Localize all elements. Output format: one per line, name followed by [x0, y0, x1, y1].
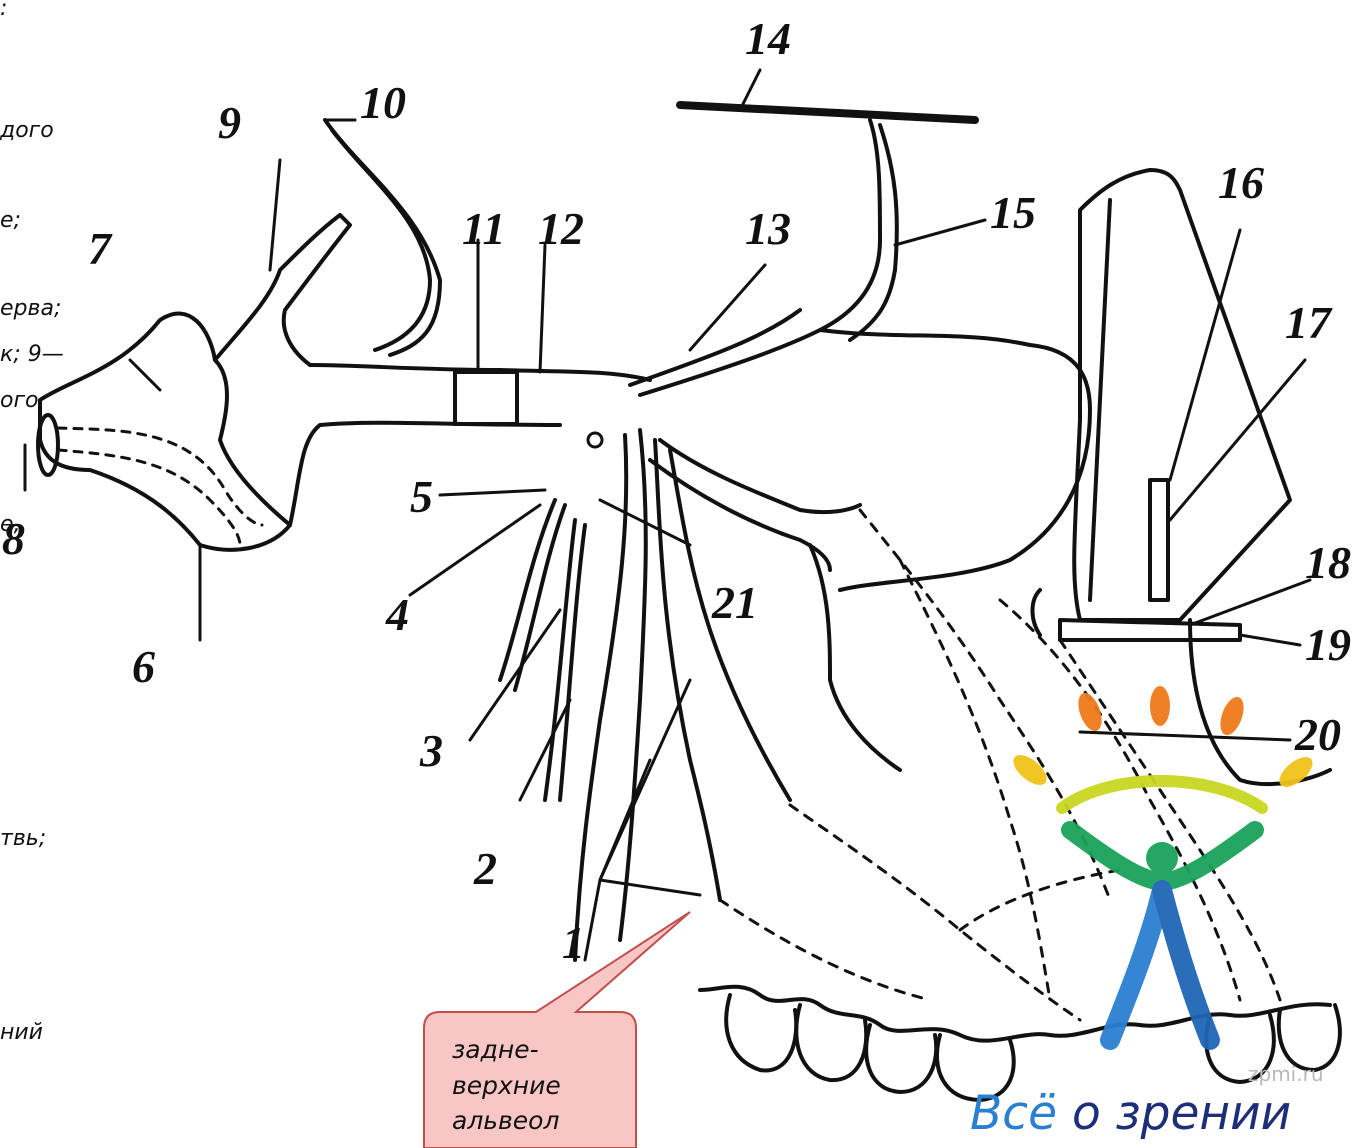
label-15: 15 [990, 190, 1036, 236]
label-2: 2 [474, 846, 497, 892]
label-1: 1 [562, 920, 585, 966]
ganglion-outline [40, 314, 290, 550]
label-20: 20 [1295, 712, 1341, 758]
branch-9 [215, 215, 350, 365]
label-8: 8 [2, 516, 25, 562]
label-13: 13 [745, 206, 791, 252]
label-19: 19 [1305, 622, 1351, 668]
label-4: 4 [386, 592, 409, 638]
label-14: 14 [745, 16, 791, 62]
watermark-brand-rest: о зрении [1057, 1086, 1291, 1141]
label-6: 6 [132, 644, 155, 690]
label-17: 17 [1285, 300, 1331, 346]
label-5: 5 [410, 474, 433, 520]
plate-19 [1060, 620, 1240, 640]
label-21: 21 [712, 580, 758, 626]
label-7: 7 [88, 226, 111, 272]
watermark-site: zpmi.ru [1248, 1062, 1324, 1086]
callout-line-1: задне- [452, 1032, 561, 1068]
callout-line-2: верхние [452, 1068, 561, 1104]
watermark-brand-accent: Всё [970, 1086, 1057, 1141]
label-9: 9 [218, 100, 241, 146]
orbit-outline [820, 330, 1090, 590]
callout-line-3: альвеол [452, 1103, 561, 1139]
label-10: 10 [360, 80, 406, 126]
label-16: 16 [1218, 160, 1264, 206]
label-3: 3 [420, 728, 443, 774]
watermark-brand: Всё о зрении [970, 1086, 1291, 1141]
label-12: 12 [538, 206, 584, 252]
ganglion-dashes [58, 428, 262, 525]
branch-15 [850, 125, 897, 340]
bar-14 [680, 105, 975, 120]
label-18: 18 [1305, 540, 1351, 586]
trunk-segment-11 [455, 372, 517, 424]
callout-text: задне- верхние альвеол [452, 1032, 561, 1139]
label-11: 11 [462, 206, 505, 252]
